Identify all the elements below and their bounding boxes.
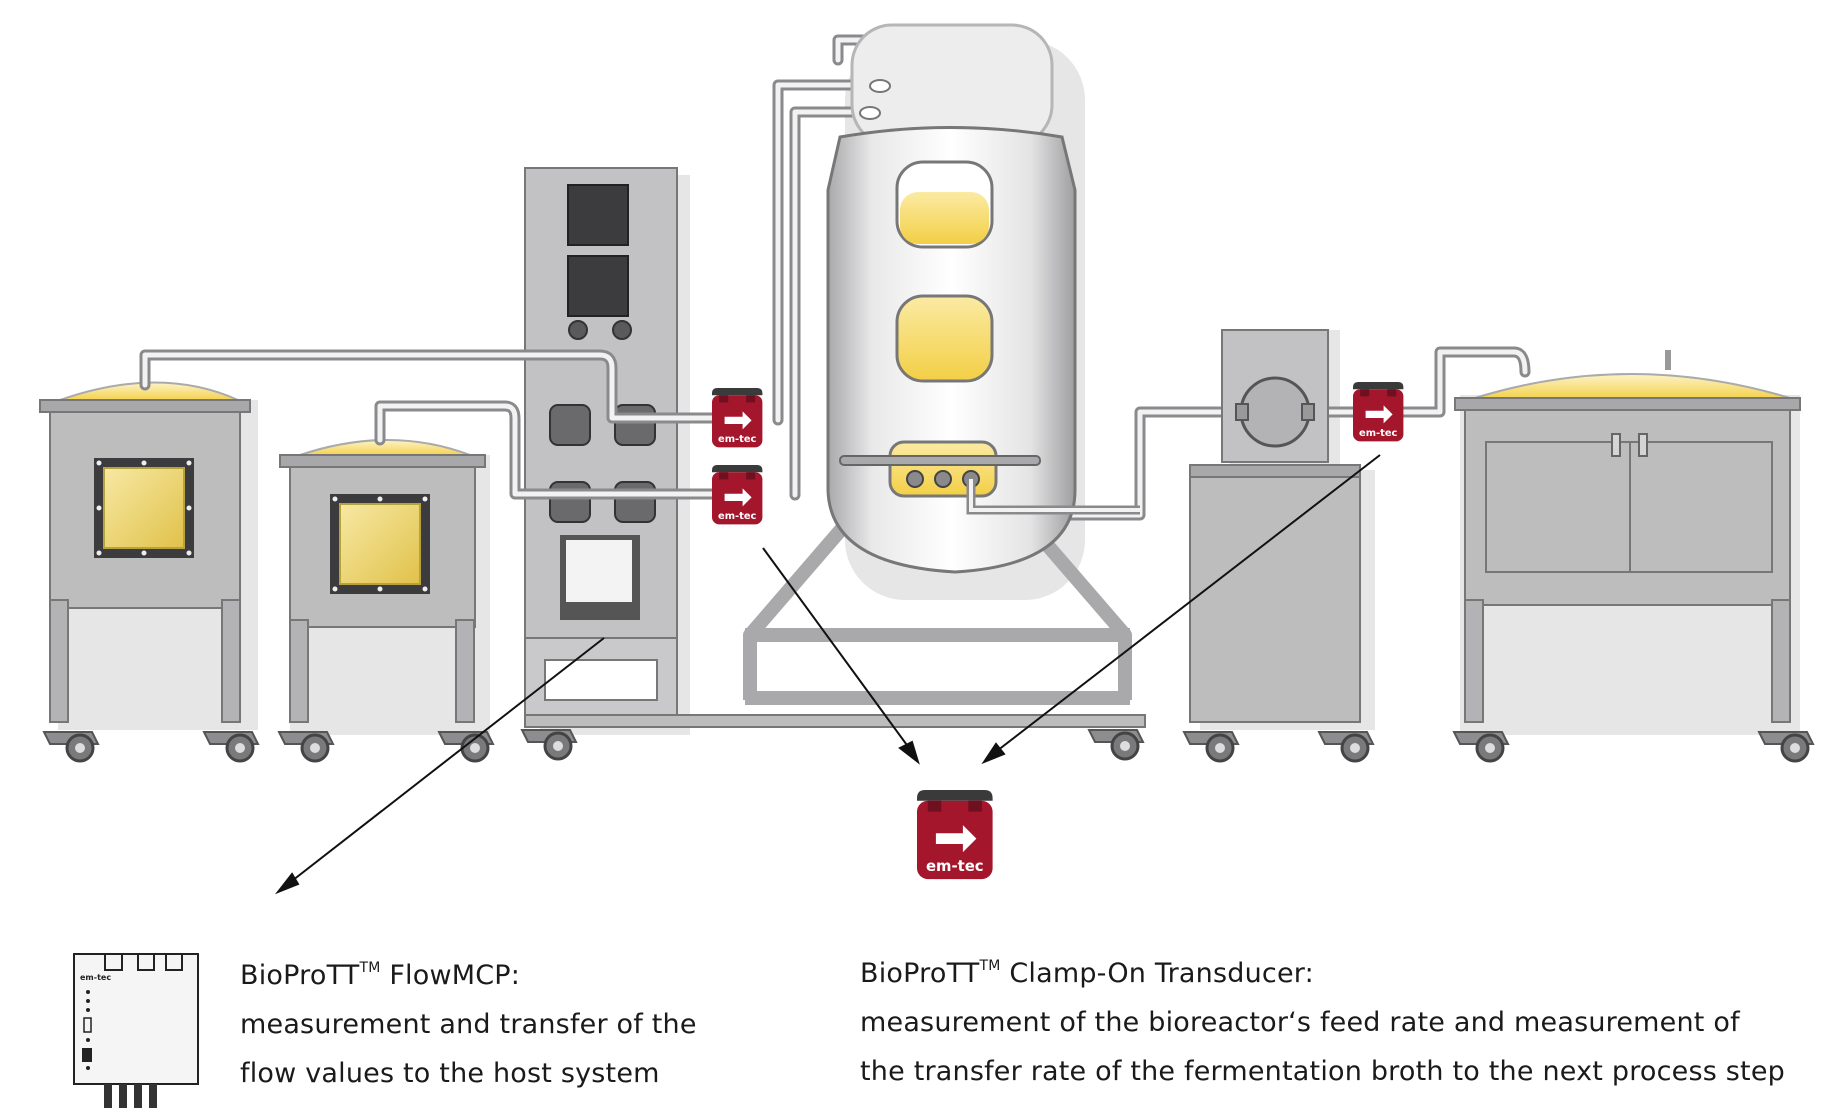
transducer-feed-2: em-tec — [712, 465, 763, 525]
flowmcp-device-icon: em-tec — [73, 953, 199, 1108]
bioreactor-stand — [743, 520, 1132, 705]
caption-clamp-on: BioProTTTM Clamp-On Transducer: measurem… — [860, 942, 1785, 1096]
pump-station — [1182, 329, 1375, 763]
svg-text:em-tec: em-tec — [80, 973, 111, 982]
caption-clamp-on-line3: the transfer rate of the fermentation br… — [860, 1056, 1785, 1087]
svg-text:em-tec: em-tec — [926, 857, 984, 875]
transducer-enlarged: em-tec — [917, 790, 993, 880]
caption-clamp-on-title: BioProTTTM Clamp-On Transducer: — [860, 958, 1314, 989]
caption-flowmcp: BioProTTTM FlowMCP: measurement and tran… — [240, 944, 697, 1098]
svg-text:em-tec: em-tec — [718, 511, 757, 522]
pointer-arrows — [274, 454, 1381, 895]
transducer-harvest: em-tec — [1353, 382, 1404, 442]
caption-flowmcp-title: BioProTTTM FlowMCP: — [240, 960, 521, 991]
svg-text:em-tec: em-tec — [1359, 428, 1398, 439]
harvest-vessel — [1452, 350, 1815, 763]
caption-flowmcp-line2: measurement and transfer of the — [240, 1009, 697, 1040]
caption-flowmcp-line3: flow values to the host system — [240, 1058, 660, 1089]
caption-clamp-on-line2: measurement of the bioreactor‘s feed rat… — [860, 1007, 1740, 1038]
bioreactor — [826, 23, 1140, 574]
feed-vessel-large — [39, 381, 260, 763]
control-cabinet — [520, 167, 1146, 761]
transducer-feed-1: em-tec — [712, 388, 763, 448]
feed-vessel-small — [277, 439, 495, 763]
svg-text:em-tec: em-tec — [718, 434, 757, 445]
